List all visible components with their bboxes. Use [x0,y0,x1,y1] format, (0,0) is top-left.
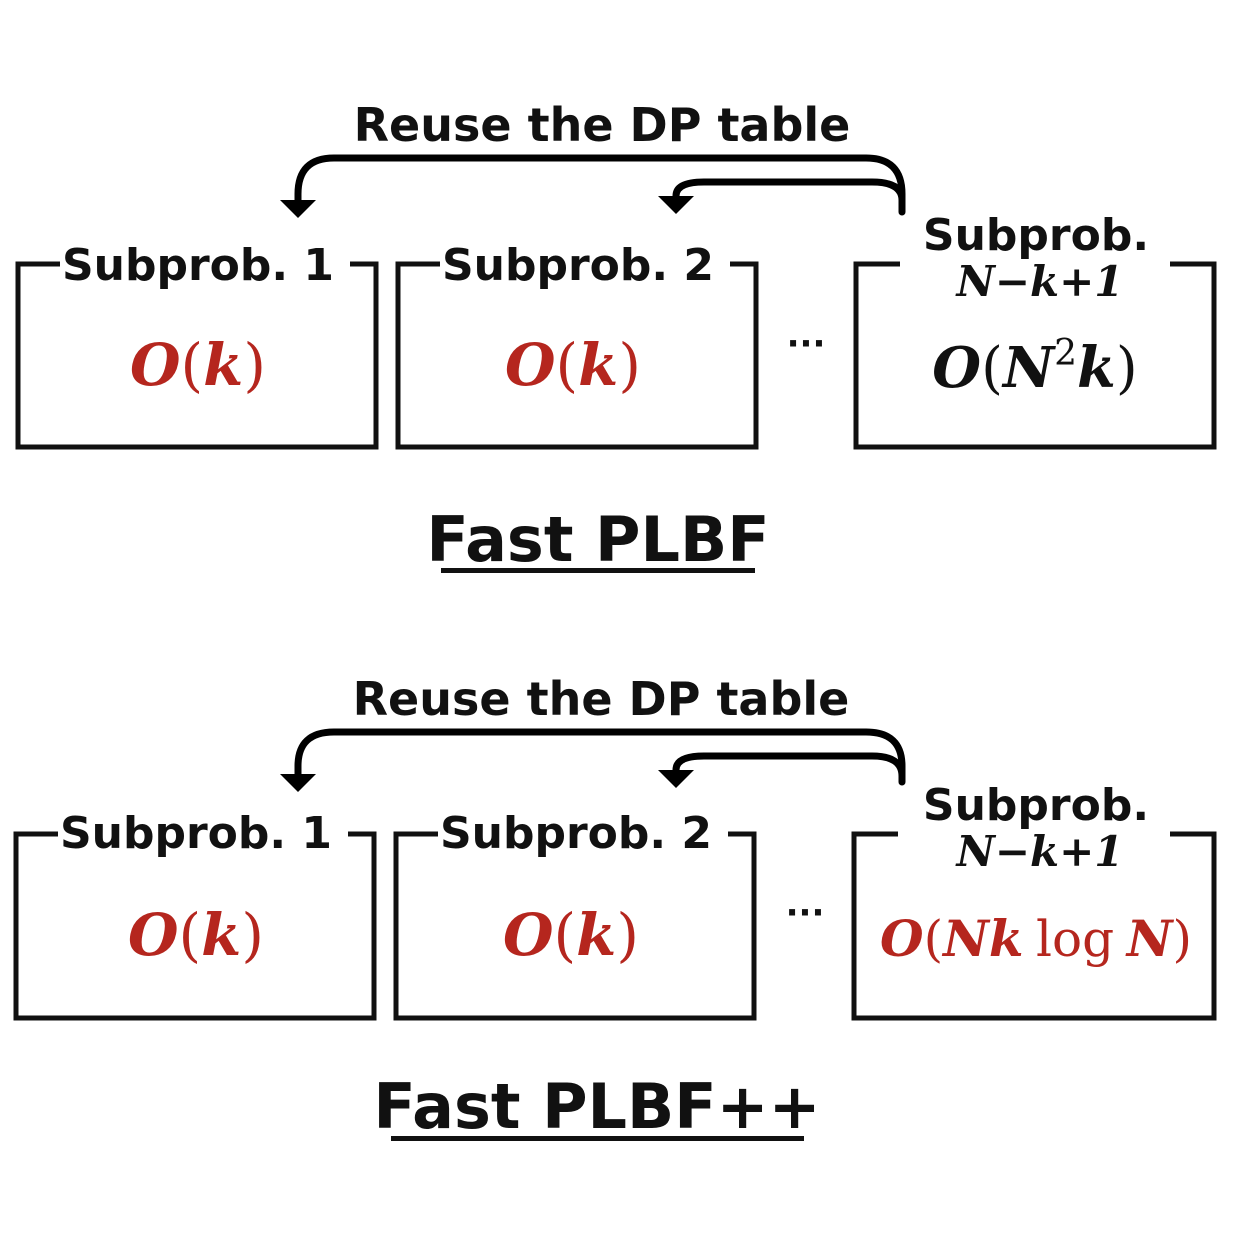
reuse-dp-table-label: Reuse the DP table [354,98,851,152]
reuse-arrow-to-subprob-1 [280,728,906,792]
subprob-last-label-line2: N−k+1 [954,827,1123,876]
subprob-last-box: Subprob. N−k+1 O(Nk log N) [851,780,1217,1021]
panel-title-fast-plbf-plus-plus: Fast PLBF++ [373,1070,820,1143]
subprob-1-label: Subprob. 1 [62,240,334,291]
reuse-arrow-to-subprob-2 [658,752,906,788]
subprob-2-complexity: O(k) [503,901,639,969]
title-underline [391,1136,804,1141]
subprob-2-box: Subprob. 2 O(k) [395,240,759,450]
subprob-1-complexity: O(k) [130,331,266,399]
subprob-2-label: Subprob. 2 [442,240,714,291]
reuse-arrow-to-subprob-1 [280,154,906,218]
ellipsis: ··· [787,324,826,364]
ellipsis: ··· [786,893,825,933]
subprob-2-complexity: O(k) [505,331,641,399]
subprob-1-box: Subprob. 1 O(k) [15,240,379,450]
reuse-arrow-to-subprob-2 [658,178,906,214]
subprob-1-box: Subprob. 1 O(k) [13,808,377,1021]
panel-fast-plbf-plus-plus: Reuse the DP table Subprob. 1 O(k) Subpr… [13,672,1217,1143]
panel-fast-plbf: Reuse the DP table Subprob. 1 O(k) Subpr… [15,98,1217,576]
panel-title-fast-plbf: Fast PLBF [426,503,769,576]
subprob-1-label: Subprob. 1 [60,808,332,859]
subprob-last-complexity: O(Nk log N) [880,909,1192,968]
subprob-last-box: Subprob. N−k+1 O(N2k) [853,210,1217,450]
subprob-2-label: Subprob. 2 [440,808,712,859]
subprob-2-box: Subprob. 2 O(k) [393,808,757,1021]
subprob-1-complexity: O(k) [128,901,264,969]
reuse-dp-table-label: Reuse the DP table [353,672,850,726]
subprob-last-label-line1: Subprob. [923,780,1149,831]
subprob-last-label-line1: Subprob. [923,210,1149,261]
title-underline [441,568,755,573]
subprob-last-complexity: O(N2k) [932,333,1137,401]
subprob-last-label-line2: N−k+1 [954,257,1123,306]
